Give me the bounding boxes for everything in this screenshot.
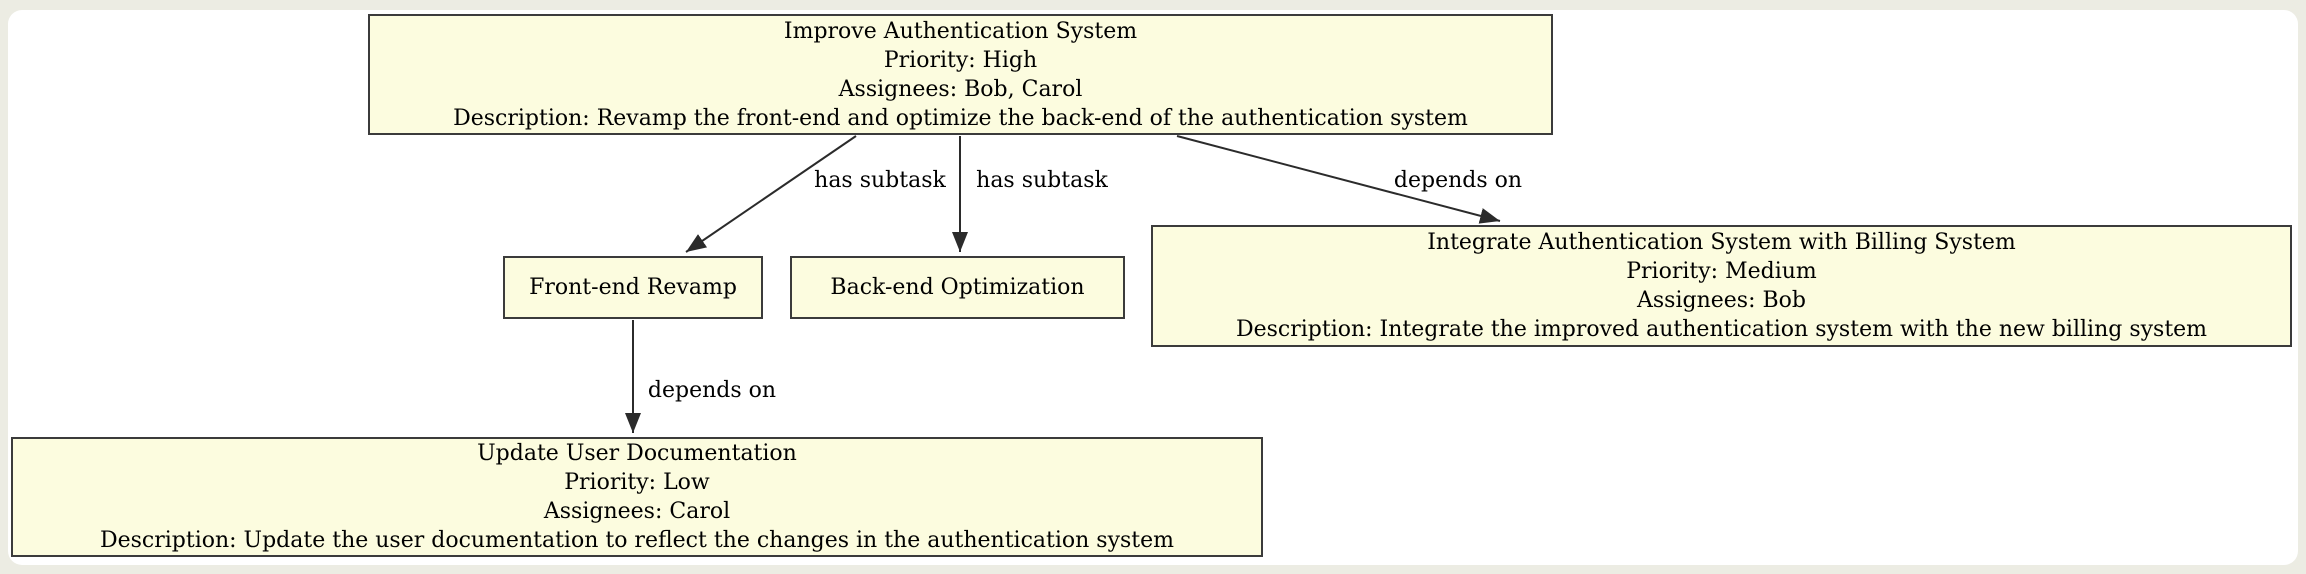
node-title: Improve Authentication System <box>783 18 1138 44</box>
node-assignees: Assignees: Bob, Carol <box>838 76 1083 102</box>
node-title: Integrate Authentication System with Bil… <box>1427 230 2016 255</box>
node-integrate-authentication-billing: Integrate Authentication System with Bil… <box>1151 225 2292 347</box>
node-assignees: Assignees: Bob <box>1637 288 1806 313</box>
node-title: Update User Documentation <box>477 441 797 466</box>
node-front-end-revamp: Front-end Revamp <box>503 256 763 319</box>
edge-label-depends-on-2: depends on <box>647 378 777 403</box>
edge-label-has-subtask-1: has subtask <box>814 168 946 193</box>
node-improve-authentication-system: Improve Authentication System Priority: … <box>368 14 1553 135</box>
node-description: Description: Integrate the improved auth… <box>1235 317 2208 342</box>
node-back-end-optimization: Back-end Optimization <box>790 256 1125 319</box>
edge-label-depends-on-1: depends on <box>1393 168 1523 193</box>
node-title: Front-end Revamp <box>529 275 737 300</box>
node-priority: Priority: High <box>883 47 1038 73</box>
node-update-user-documentation: Update User Documentation Priority: Low … <box>11 437 1263 557</box>
node-priority: Priority: Low <box>564 470 710 495</box>
node-description: Description: Update the user documentati… <box>99 528 1175 553</box>
node-title: Back-end Optimization <box>830 275 1085 300</box>
node-description: Description: Revamp the front-end and op… <box>453 105 1468 131</box>
node-assignees: Assignees: Carol <box>543 499 731 524</box>
node-priority: Priority: Medium <box>1626 259 1817 284</box>
edge-label-has-subtask-2: has subtask <box>976 168 1108 193</box>
